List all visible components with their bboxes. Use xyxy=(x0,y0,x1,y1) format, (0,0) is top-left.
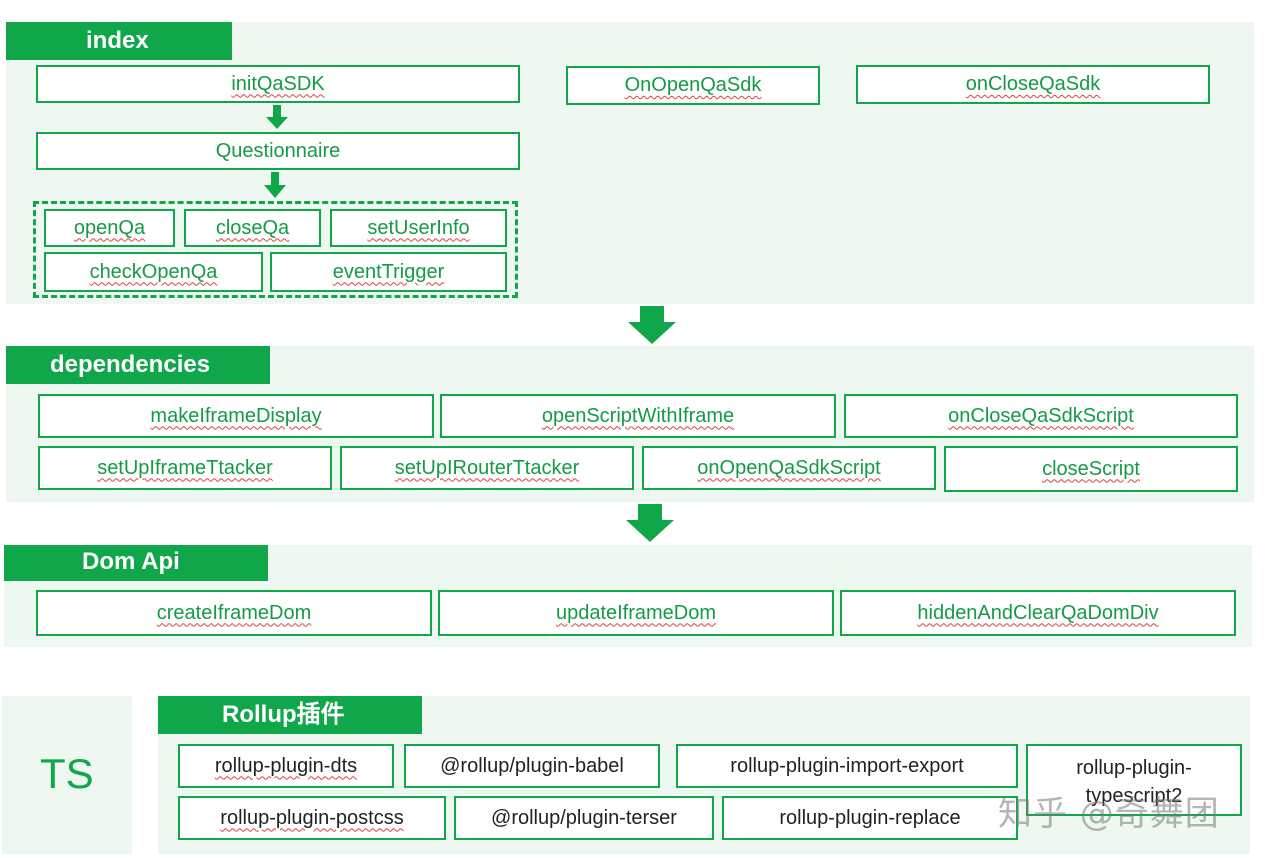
close-qa-label: closeQa xyxy=(215,216,290,239)
set-up-iframe-tracker-box: setUpIframeTtacker xyxy=(38,446,332,490)
set-user-info-box: setUserInfo xyxy=(330,209,507,247)
open-script-with-iframe-box: openScriptWithIframe xyxy=(440,394,836,438)
close-script-label: closeScript xyxy=(1042,457,1140,480)
close-script-box: closeScript xyxy=(944,446,1238,492)
hidden-and-clear-qa-dom-div-box: hiddenAndClearQaDomDiv xyxy=(840,590,1236,636)
make-iframe-display-box: makeIframeDisplay xyxy=(38,394,434,438)
rollup-plugin-import-export-label: rollup-plugin-import-export xyxy=(730,754,964,777)
close-qa-box: closeQa xyxy=(184,209,321,247)
init-qa-sdk-label: initQaSDK xyxy=(231,72,325,95)
on-close-qa-sdk-label: onCloseQaSdk xyxy=(965,73,1101,95)
set-user-info-label: setUserInfo xyxy=(367,216,470,239)
dom-api-title: Dom Api xyxy=(4,545,268,581)
arrow-down-icon xyxy=(266,105,288,129)
create-iframe-dom-box: createIframeDom xyxy=(36,590,432,636)
create-iframe-dom-label: createIframeDom xyxy=(156,601,312,624)
set-up-iframe-tracker-label: setUpIframeTtacker xyxy=(97,456,273,479)
open-qa-label: openQa xyxy=(73,216,146,239)
rollup-plugin-babel-label: @rollup/plugin-babel xyxy=(440,754,624,777)
open-qa-box: openQa xyxy=(44,209,175,247)
methods-group xyxy=(33,201,518,298)
make-iframe-display-label: makeIframeDisplay xyxy=(150,404,322,427)
rollup-plugin-postcss-label: rollup-plugin-postcss xyxy=(220,806,404,829)
hidden-and-clear-qa-dom-div-label: hiddenAndClearQaDomDiv xyxy=(917,601,1159,624)
ts-label: TS xyxy=(40,750,94,797)
on-close-qa-sdk-script-label: onCloseQaSdkScript xyxy=(948,404,1134,427)
on-open-qa-sdk-label: OnOpenQaSdk xyxy=(624,74,762,96)
ts-panel xyxy=(2,696,132,854)
on-open-qa-sdk-script-label: onOpenQaSdkScript xyxy=(697,456,881,479)
questionnaire-box: Questionnaire xyxy=(36,132,520,170)
on-close-qa-sdk-box: onCloseQaSdk xyxy=(856,65,1210,104)
rollup-plugin-replace-label: rollup-plugin-replace xyxy=(779,806,961,829)
rollup-plugin-terser-label: @rollup/plugin-terser xyxy=(491,806,677,829)
watermark: 知乎 @奇舞团 xyxy=(998,794,1220,834)
set-up-router-tracker-label: setUpIRouterTtacker xyxy=(394,456,580,479)
rollup-plugin-replace-box: rollup-plugin-replace xyxy=(722,796,1018,840)
rollup-plugin-postcss-box: rollup-plugin-postcss xyxy=(178,796,446,840)
on-open-qa-sdk-box: OnOpenQaSdk xyxy=(566,66,820,105)
index-title: index xyxy=(6,22,232,60)
on-close-qa-sdk-script-box: onCloseQaSdkScript xyxy=(844,394,1238,438)
rollup-title: Rollup插件 xyxy=(158,696,422,734)
rollup-plugin-typescript2-label: rollup-plugin-typescript2 xyxy=(1076,757,1192,807)
arrow-down-icon xyxy=(264,172,286,198)
rollup-plugin-dts-label: rollup-plugin-dts xyxy=(214,754,358,777)
check-open-qa-box: checkOpenQa xyxy=(44,252,263,292)
event-trigger-label: eventTrigger xyxy=(332,260,445,283)
rollup-plugin-import-export-box: rollup-plugin-import-export xyxy=(676,744,1018,788)
rollup-plugin-babel-box: @rollup/plugin-babel xyxy=(404,744,660,788)
update-iframe-dom-label: updateIframeDom xyxy=(555,601,717,624)
rollup-plugin-dts-box: rollup-plugin-dts xyxy=(178,744,394,788)
on-open-qa-sdk-script-box: onOpenQaSdkScript xyxy=(642,446,936,490)
arrow-down-icon xyxy=(628,306,676,344)
init-qa-sdk-box: initQaSDK xyxy=(36,65,520,103)
check-open-qa-label: checkOpenQa xyxy=(89,260,218,283)
set-up-router-tracker-box: setUpIRouterTtacker xyxy=(340,446,634,490)
questionnaire-label: Questionnaire xyxy=(215,139,341,162)
arrow-down-icon xyxy=(626,504,674,542)
open-script-with-iframe-label: openScriptWithIframe xyxy=(541,404,735,427)
update-iframe-dom-box: updateIframeDom xyxy=(438,590,834,636)
rollup-plugin-terser-box: @rollup/plugin-terser xyxy=(454,796,714,840)
event-trigger-box: eventTrigger xyxy=(270,252,507,292)
dependencies-title: dependencies xyxy=(6,346,270,384)
rollup-plugin-typescript2-box: rollup-plugin-typescript2 xyxy=(1026,744,1242,816)
